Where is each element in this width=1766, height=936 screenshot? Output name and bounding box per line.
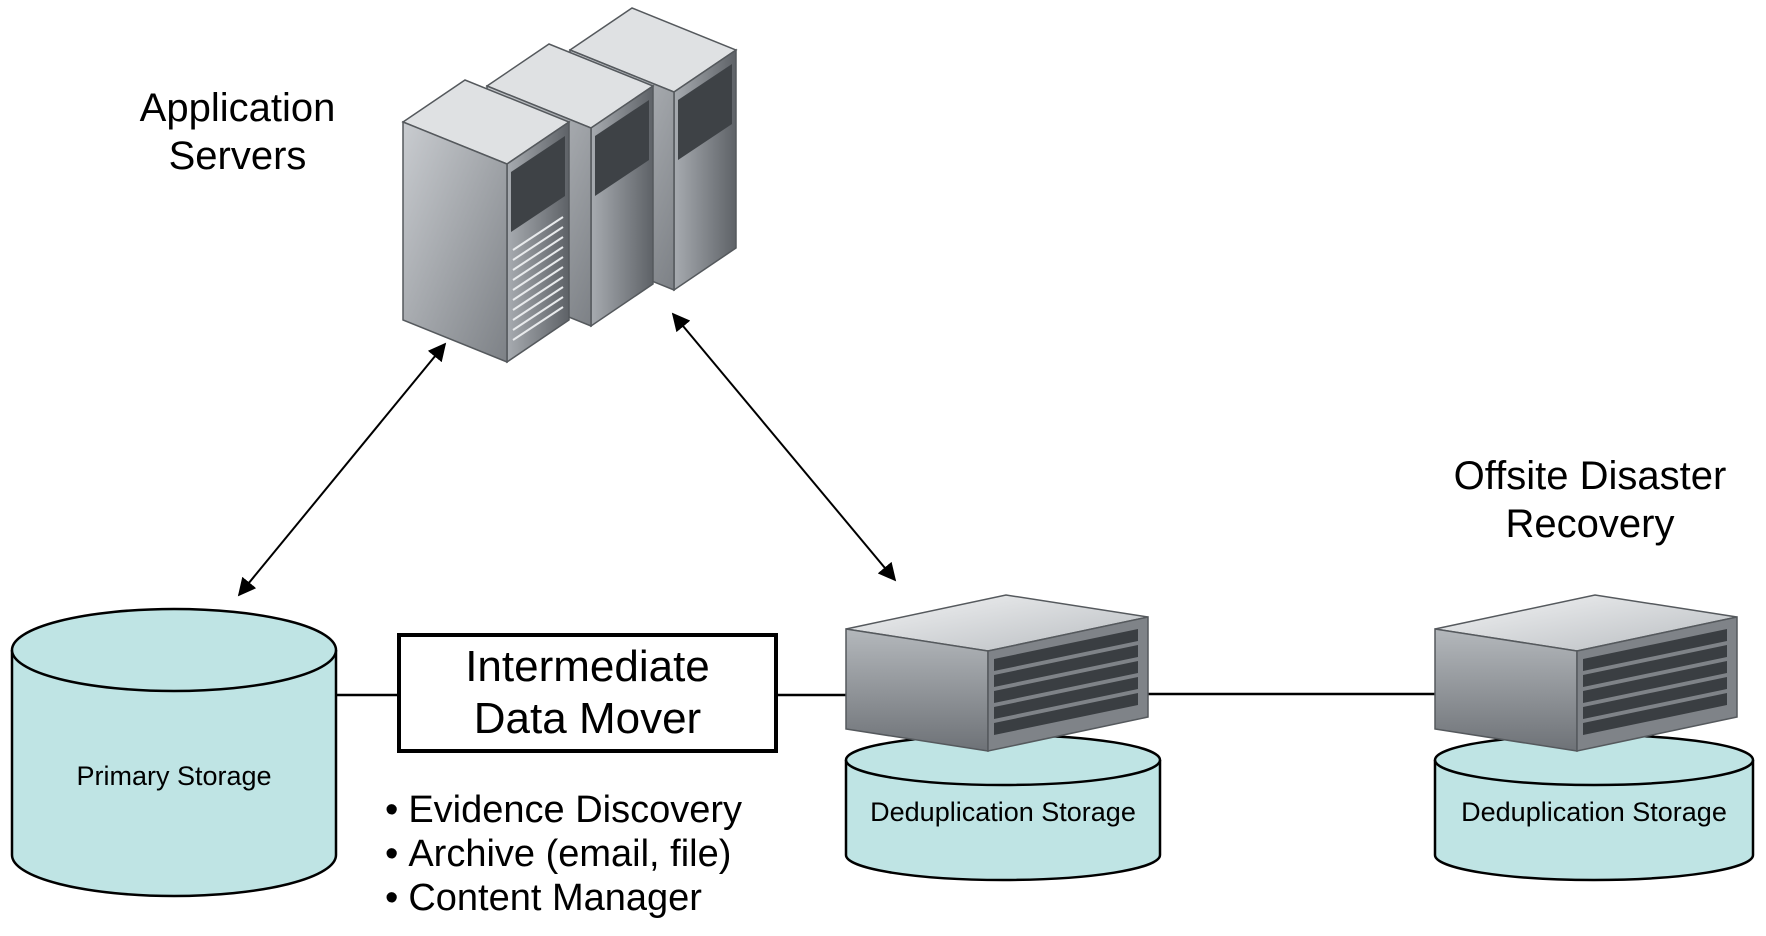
storage-array-icon — [845, 594, 1149, 752]
app-servers-label-line1: Application — [139, 86, 336, 130]
offsite-label: Offsite Disaster Recovery — [1420, 452, 1760, 548]
cylinder-storage-icon — [844, 733, 1162, 882]
cylinder-storage-icon — [10, 607, 338, 898]
feature-item: Evidence Discovery — [385, 788, 742, 832]
mover-label-line1: Intermediate — [465, 642, 710, 691]
dedup-storage-label-2: Deduplication Storage — [1461, 797, 1727, 827]
dedup-storage-label-1: Deduplication Storage — [870, 797, 1136, 827]
mover-label-line2: Data Mover — [473, 694, 702, 743]
feature-item: Archive (email, file) — [385, 832, 742, 876]
arrow-servers-primary — [237, 342, 447, 597]
feature-list: Evidence Discovery Archive (email, file)… — [385, 788, 742, 920]
server-tower-icon — [401, 7, 738, 364]
cylinder-storage-icon — [1433, 733, 1755, 882]
offsite-label-line1: Offsite Disaster — [1453, 454, 1727, 498]
arrow-servers-dedup — [671, 312, 897, 582]
storage-array-icon — [1434, 594, 1738, 752]
offsite-label-line2: Recovery — [1505, 502, 1675, 546]
feature-item: Content Manager — [385, 876, 742, 920]
intermediate-data-mover-box: Intermediate Data Mover — [397, 633, 778, 753]
app-servers-label: Application Servers — [105, 84, 370, 180]
primary-storage-label: Primary Storage — [76, 761, 272, 791]
app-servers-label-line2: Servers — [168, 134, 307, 178]
